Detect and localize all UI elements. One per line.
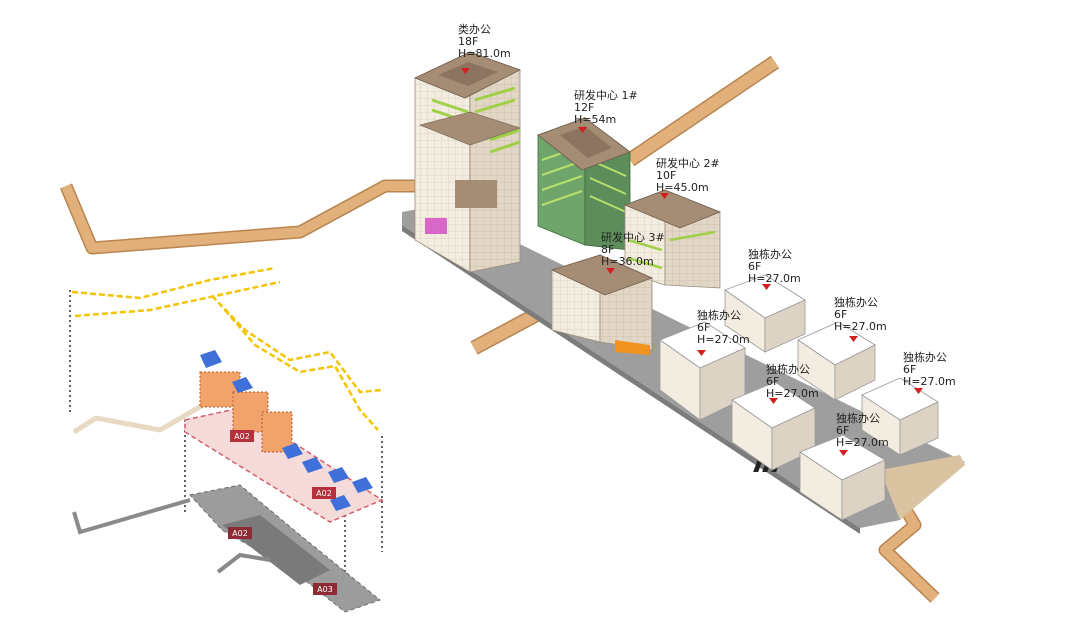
layer-tag-1: A02 (230, 430, 254, 442)
standalone-office-block-a (724, 274, 806, 353)
building-label: 类办公 18F H=81.0m (458, 23, 511, 60)
standalone-office-block-d (731, 381, 816, 471)
layer-tag-4: A03 (313, 583, 337, 595)
research-center-3 (550, 254, 654, 355)
svg-text:A02: A02 (232, 529, 248, 538)
building-label: 独栋办公 6F H=27.0m (836, 412, 889, 449)
yellow-route-dashes (71, 266, 383, 431)
building-label: 研发中心 2# 10F H=45.0m (656, 157, 720, 194)
height-markers (461, 68, 923, 456)
pedestrian-path-west (60, 179, 420, 255)
svg-text:A02: A02 (316, 489, 332, 498)
height-marker (762, 284, 771, 290)
building-label: 独栋办公 6F H=27.0m (697, 309, 750, 346)
svg-text:A02: A02 (234, 432, 250, 441)
height-marker (914, 388, 923, 394)
building-label: 独栋办公 6F H=27.0m (834, 296, 887, 333)
standalone-office-block-f (861, 377, 939, 456)
building-label: 独栋办公 6F H=27.0m (903, 351, 956, 388)
layer-tag-3: A02 (228, 527, 252, 539)
height-marker (769, 398, 778, 404)
research-center-2 (623, 189, 722, 289)
height-marker (461, 68, 470, 74)
height-marker (606, 268, 615, 274)
building-label: 独栋办公 6F H=27.0m (748, 248, 801, 285)
height-marker (578, 127, 587, 133)
exploded-layer-diagram: A02 A02 A02 A03 (69, 266, 384, 613)
height-marker (697, 350, 706, 356)
svg-text:A03: A03 (317, 585, 333, 594)
height-marker (839, 450, 848, 456)
building-label: 研发中心 1# 12F H=54m (574, 89, 638, 126)
research-center-1 (537, 117, 631, 251)
tower-office-18f (413, 51, 522, 273)
standalone-office-block-e (799, 434, 886, 521)
pedestrian-path-northeast (625, 55, 780, 167)
height-marker (849, 336, 858, 342)
standalone-office-block-c (797, 321, 876, 401)
upper-layer-path (72, 395, 217, 435)
layer-tag-2: A02 (312, 487, 336, 499)
layer-tags: A02 A02 A02 A03 (228, 430, 337, 595)
building-label: 研发中心 3# 8F H=36.0m (601, 231, 665, 268)
height-marker (660, 193, 669, 199)
building-label: 独栋办公 6F H=27.0m (766, 363, 819, 400)
